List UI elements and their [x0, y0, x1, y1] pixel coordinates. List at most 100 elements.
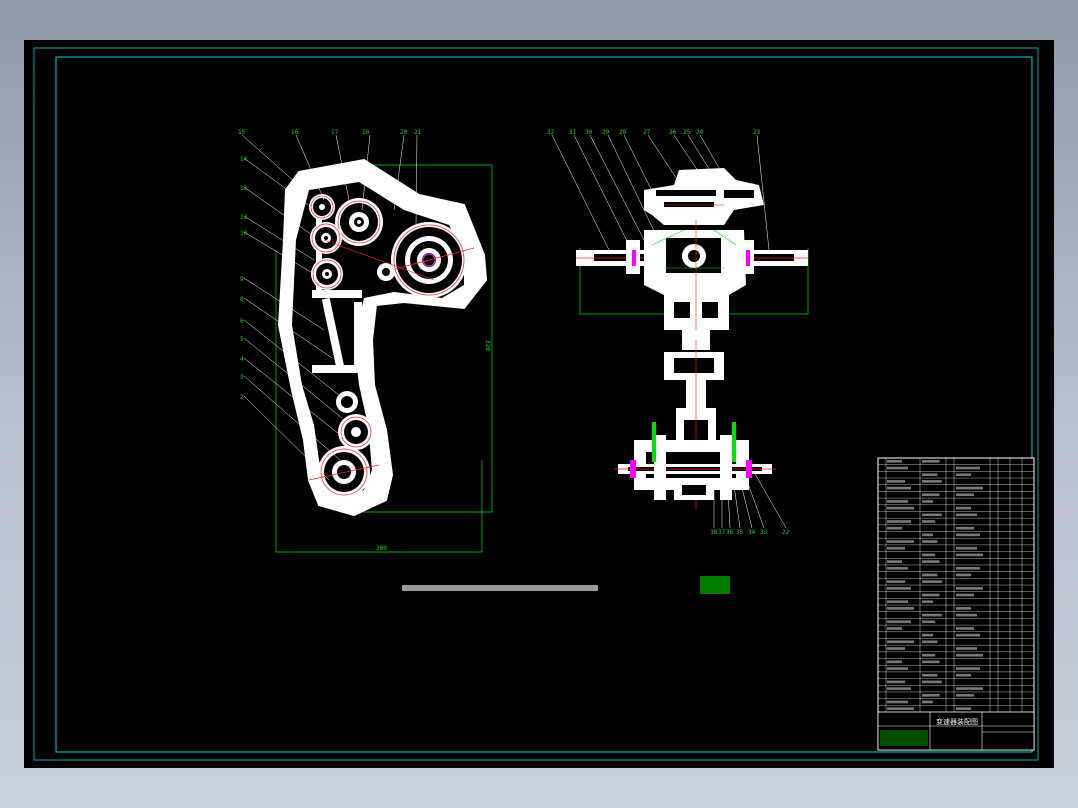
svg-text:12: 12: [240, 214, 248, 221]
parts-list-cell-text: [956, 653, 983, 657]
parts-list-cell-text: [956, 707, 971, 710]
svg-text:17: 17: [331, 129, 339, 136]
parts-list-cell-text: [887, 580, 905, 583]
svg-text:320: 320: [484, 340, 491, 351]
parts-list-cell-text: [887, 707, 914, 710]
parts-list-cell-text: [956, 526, 974, 530]
svg-text:31: 31: [569, 129, 577, 136]
parts-list-cell-text: [956, 633, 980, 637]
svg-text:33: 33: [760, 529, 768, 536]
svg-text:5: 5: [240, 336, 244, 343]
parts-list-cell-text: [956, 473, 971, 477]
svg-text:38: 38: [710, 529, 718, 536]
svg-text:35: 35: [736, 529, 744, 536]
svg-text:6: 6: [240, 318, 244, 325]
parts-list-cell-text: [956, 533, 980, 537]
svg-text:24: 24: [696, 129, 704, 136]
svg-text:28: 28: [619, 129, 627, 136]
svg-text:20: 20: [400, 129, 408, 136]
parts-list-cell-text: [922, 533, 933, 537]
parts-list-cell-text: [887, 526, 902, 530]
svg-text:22: 22: [782, 529, 790, 536]
svg-text:30: 30: [585, 129, 593, 136]
svg-text:9: 9: [240, 276, 244, 283]
parts-list-cell-text: [956, 513, 977, 517]
title-block: 变速器装配图: [877, 711, 1035, 751]
svg-text:13: 13: [240, 185, 248, 192]
parts-list-cell-text: [887, 546, 905, 550]
drawing-sheet: 320 280: [24, 40, 1054, 768]
parts-list-cell-text: [956, 573, 971, 577]
parts-list-cell-text: [956, 593, 974, 597]
parts-list-cell-text: [956, 566, 980, 570]
parts-list-cell-text: [956, 546, 977, 550]
parts-list-cell-text: [922, 513, 942, 517]
parts-list-cell-text: [922, 540, 938, 543]
parts-list-cell-text: [922, 633, 933, 637]
parts-list-cell-text: [956, 627, 974, 630]
svg-text:29: 29: [602, 129, 610, 136]
parts-list-cell-text: [887, 607, 914, 610]
parts-list-cell-text: [887, 466, 908, 470]
parts-list-cell-text: [922, 693, 940, 697]
parts-list-cell-text: [887, 600, 908, 604]
parts-list-cell-text: [956, 506, 971, 510]
parts-list-cell-text: [887, 540, 914, 543]
parts-list-cell-text: [922, 493, 940, 497]
parts-list-cell-text: [887, 680, 905, 684]
parts-list-cell-text: [956, 493, 974, 497]
parts-list-cell-text: [887, 480, 905, 483]
parts-list-cell-text: [887, 640, 914, 644]
parts-list-cell-text: [887, 667, 908, 670]
parts-list-cell-text: [922, 660, 940, 664]
parts-list-cell-text: [922, 560, 940, 563]
parts-list-cell-text: [956, 673, 971, 677]
svg-text:4: 4: [240, 356, 244, 363]
parts-list-cell-text: [922, 620, 936, 624]
parts-list-cell-text: [956, 647, 977, 650]
parts-list-cell-text: [887, 620, 911, 624]
parts-list-cell-text: [922, 593, 940, 597]
svg-text:23: 23: [753, 129, 761, 136]
parts-list-cell-text: [922, 673, 938, 677]
inner-frame: [55, 56, 1033, 753]
parts-list-cell-text: [887, 566, 908, 570]
parts-list-cell-text: [887, 647, 905, 650]
parts-list-cell-text: [956, 613, 977, 617]
parts-list-cell-text: [922, 520, 936, 523]
technical-requirements: [402, 576, 730, 594]
parts-list-cell-text: [956, 486, 983, 490]
parts-list-cell-text: [922, 500, 933, 503]
parts-list-cell-text: [922, 553, 936, 557]
parts-list-table: [877, 457, 1035, 751]
parts-list-cell-text: [887, 660, 902, 664]
parts-list-cell-text: [887, 560, 902, 563]
svg-text:21: 21: [414, 129, 422, 136]
parts-list-cell-text: [956, 607, 971, 610]
svg-text:36: 36: [726, 529, 734, 536]
left-view-housing: 320 280: [238, 129, 493, 553]
drawing-title: 变速器装配图: [936, 717, 978, 726]
parts-list-cell-text: [922, 680, 942, 684]
svg-text:25: 25: [683, 129, 691, 136]
parts-list-cell-text: [922, 700, 933, 704]
svg-text:10: 10: [240, 230, 248, 237]
svg-text:18: 18: [362, 129, 370, 136]
outer-frame: [33, 47, 1039, 761]
svg-text:15: 15: [238, 129, 246, 136]
svg-text:34: 34: [748, 529, 756, 536]
parts-list-cell-text: [887, 500, 908, 503]
svg-text:16: 16: [291, 129, 299, 136]
svg-text:280: 280: [376, 545, 387, 552]
parts-list-cell-text: [922, 473, 938, 477]
parts-list-cell-text: [887, 520, 911, 523]
right-view-section: 415: [547, 129, 809, 536]
parts-list-cell-text: [922, 580, 942, 583]
svg-text:8: 8: [240, 296, 244, 303]
parts-list-cell-text: [887, 486, 911, 490]
svg-text:14: 14: [240, 156, 248, 163]
parts-list-cell-text: [922, 653, 936, 657]
parts-list-cell-text: [922, 600, 933, 604]
parts-list-cell-text: [956, 553, 983, 557]
cad-drawing-canvas: 320 280: [33, 47, 1039, 761]
